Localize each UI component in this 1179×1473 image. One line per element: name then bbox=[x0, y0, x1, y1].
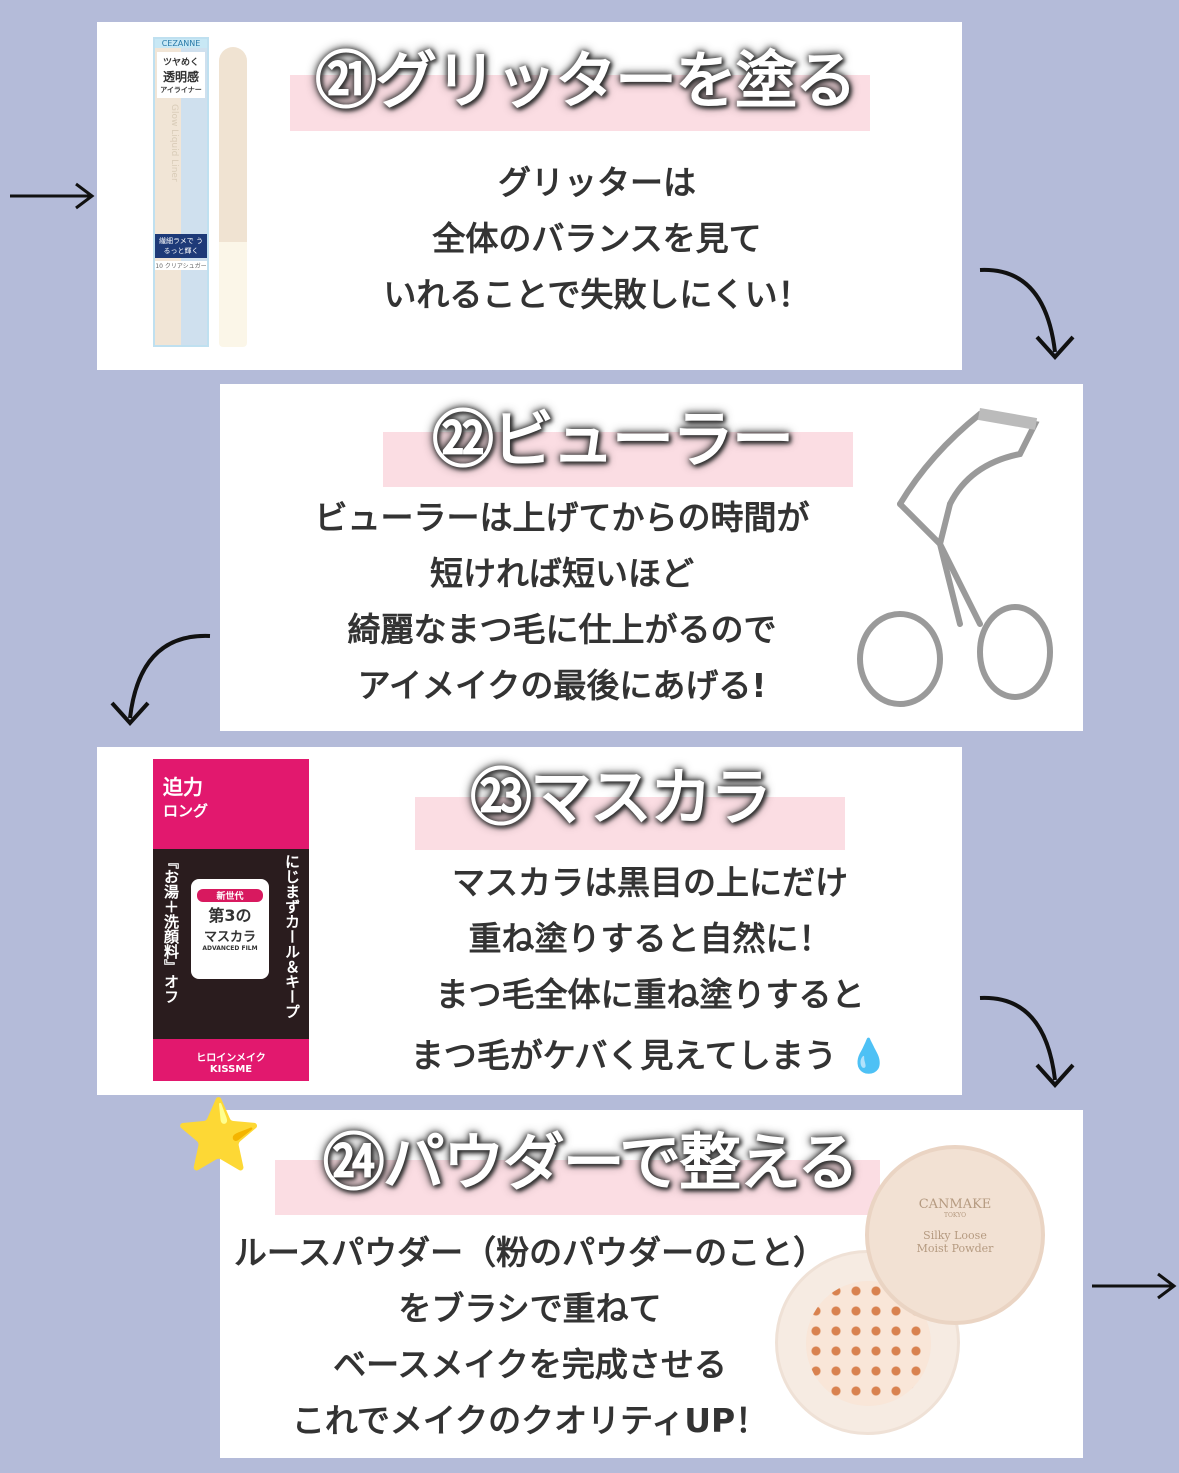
title-band bbox=[415, 797, 845, 850]
shade-label: 10 クリアシュガー bbox=[155, 261, 207, 270]
description-line: をブラシで重ねて bbox=[398, 1289, 662, 1328]
description-line: マスカラは黒目の上にだけ bbox=[451, 863, 848, 902]
powder-name: Silky Loose bbox=[923, 1229, 987, 1242]
step-title: ㉒ビューラー bbox=[431, 403, 794, 476]
description-line: いれることで失敗しにくい！ bbox=[383, 275, 811, 314]
pkg-badge: 新世代 bbox=[197, 889, 263, 902]
description-line: まつ毛がケバく見えてしまう 💧 bbox=[410, 1036, 890, 1075]
title-band bbox=[275, 1160, 880, 1215]
step-description: グリッターは 全体のバランスを見て いれることで失敗しにくい！ bbox=[383, 155, 810, 323]
curved-arrow-down-icon bbox=[979, 995, 1075, 1088]
mascara-image: 迫力ロング 『お湯＋洗顔料』オフ にじまずカール＆キープ 新世代 第3の マスカ… bbox=[153, 759, 309, 1081]
arrow-right-icon bbox=[1092, 1272, 1177, 1300]
pkg-line: ヒロインメイク bbox=[196, 1053, 266, 1064]
curved-arrow-down-icon bbox=[979, 267, 1075, 360]
description-line: ルースパウダー（粉のパウダーのこと） bbox=[233, 1233, 827, 1272]
pkg-top2: ロング bbox=[163, 802, 209, 820]
eyelash-curler-image bbox=[857, 408, 1053, 707]
pkg-right: にじまずカール＆キープ bbox=[283, 854, 301, 1019]
description-line: 短ければ短いほど bbox=[430, 554, 694, 593]
pkg-sub: ADVANCED FILM bbox=[202, 945, 258, 952]
step-description: ルースパウダー（粉のパウダーのこと） をブラシで重ねて ベースメイクを完成させる… bbox=[234, 1225, 826, 1449]
step-title: ㉓マスカラ bbox=[469, 761, 772, 834]
title-band bbox=[383, 432, 853, 487]
product-name: Glow Liquid Liner bbox=[169, 104, 179, 182]
loose-powder-image: CANMAKE TOKYO Silky Loose Moist Powder bbox=[775, 1145, 1065, 1435]
step-23-card: 迫力ロング 『お湯＋洗顔料』オフ にじまずカール＆キープ 新世代 第3の マスカ… bbox=[97, 747, 962, 1095]
pkg-brand: KISSME bbox=[209, 1064, 253, 1075]
tagline: ツヤめく bbox=[162, 58, 199, 68]
step-title: ㉑グリッターを塗る bbox=[314, 44, 857, 117]
step-description: マスカラは黒目の上にだけ 重ね塗りすると自然に！ まつ毛全体に重ね塗りすると ま… bbox=[411, 855, 890, 1089]
star-icon: ⭐ bbox=[175, 1094, 263, 1176]
pkg-center2: マスカラ bbox=[203, 930, 256, 945]
pkg-left: 『お湯＋洗顔料』オフ bbox=[162, 854, 180, 1004]
powder-name2: Moist Powder bbox=[916, 1242, 994, 1255]
step-title: ㉔パウダーで整える bbox=[322, 1126, 859, 1199]
description-line: アイメイクの最後にあげる! bbox=[357, 666, 767, 705]
description-line: まつ毛全体に重ね塗りすると bbox=[435, 975, 865, 1014]
description-line: 綺麗なまつ毛に仕上がるので bbox=[347, 610, 777, 649]
product-note: 繊細ラメで うるっと輝く bbox=[155, 234, 207, 258]
step-description: ビューラーは上げてからの時間が 短ければ短いほど 綺麗なまつ毛に仕上がるので ア… bbox=[315, 490, 810, 714]
glitter-liner-image: CEZANNE ツヤめく 透明感 アイライナー Glow Liquid Line… bbox=[153, 37, 253, 352]
step-22-card: ㉒ビューラー ビューラーは上げてからの時間が 短ければ短いほど 綺麗なまつ毛に仕… bbox=[220, 384, 1083, 731]
pkg-top: 迫力 bbox=[163, 775, 203, 799]
description-line: 全体のバランスを見て bbox=[432, 219, 762, 258]
arrow-right-icon bbox=[10, 182, 95, 210]
description-line: ベースメイクを完成させる bbox=[333, 1345, 727, 1384]
tagline2: 透明感 bbox=[162, 70, 199, 84]
description-line: 重ね塗りすると自然に！ bbox=[468, 919, 832, 958]
brand-label: CEZANNE bbox=[155, 39, 207, 48]
curved-arrow-down-icon bbox=[110, 633, 211, 726]
step-24-card: ㉔パウダーで整える ルースパウダー（粉のパウダーのこと） をブラシで重ねて ベー… bbox=[220, 1110, 1083, 1458]
description-line: これでメイクのクオリティUP！ bbox=[291, 1401, 769, 1440]
description-line: グリッターは bbox=[497, 163, 696, 202]
type-label: アイライナー bbox=[160, 86, 202, 94]
title-band bbox=[290, 75, 870, 131]
pkg-center: 第3の bbox=[208, 906, 252, 925]
powder-brand: CANMAKE bbox=[918, 1197, 992, 1212]
description-line: ビューラーは上げてからの時間が bbox=[314, 498, 810, 537]
step-21-card: CEZANNE ツヤめく 透明感 アイライナー Glow Liquid Line… bbox=[97, 22, 962, 370]
powder-city: TOKYO bbox=[943, 1212, 967, 1219]
